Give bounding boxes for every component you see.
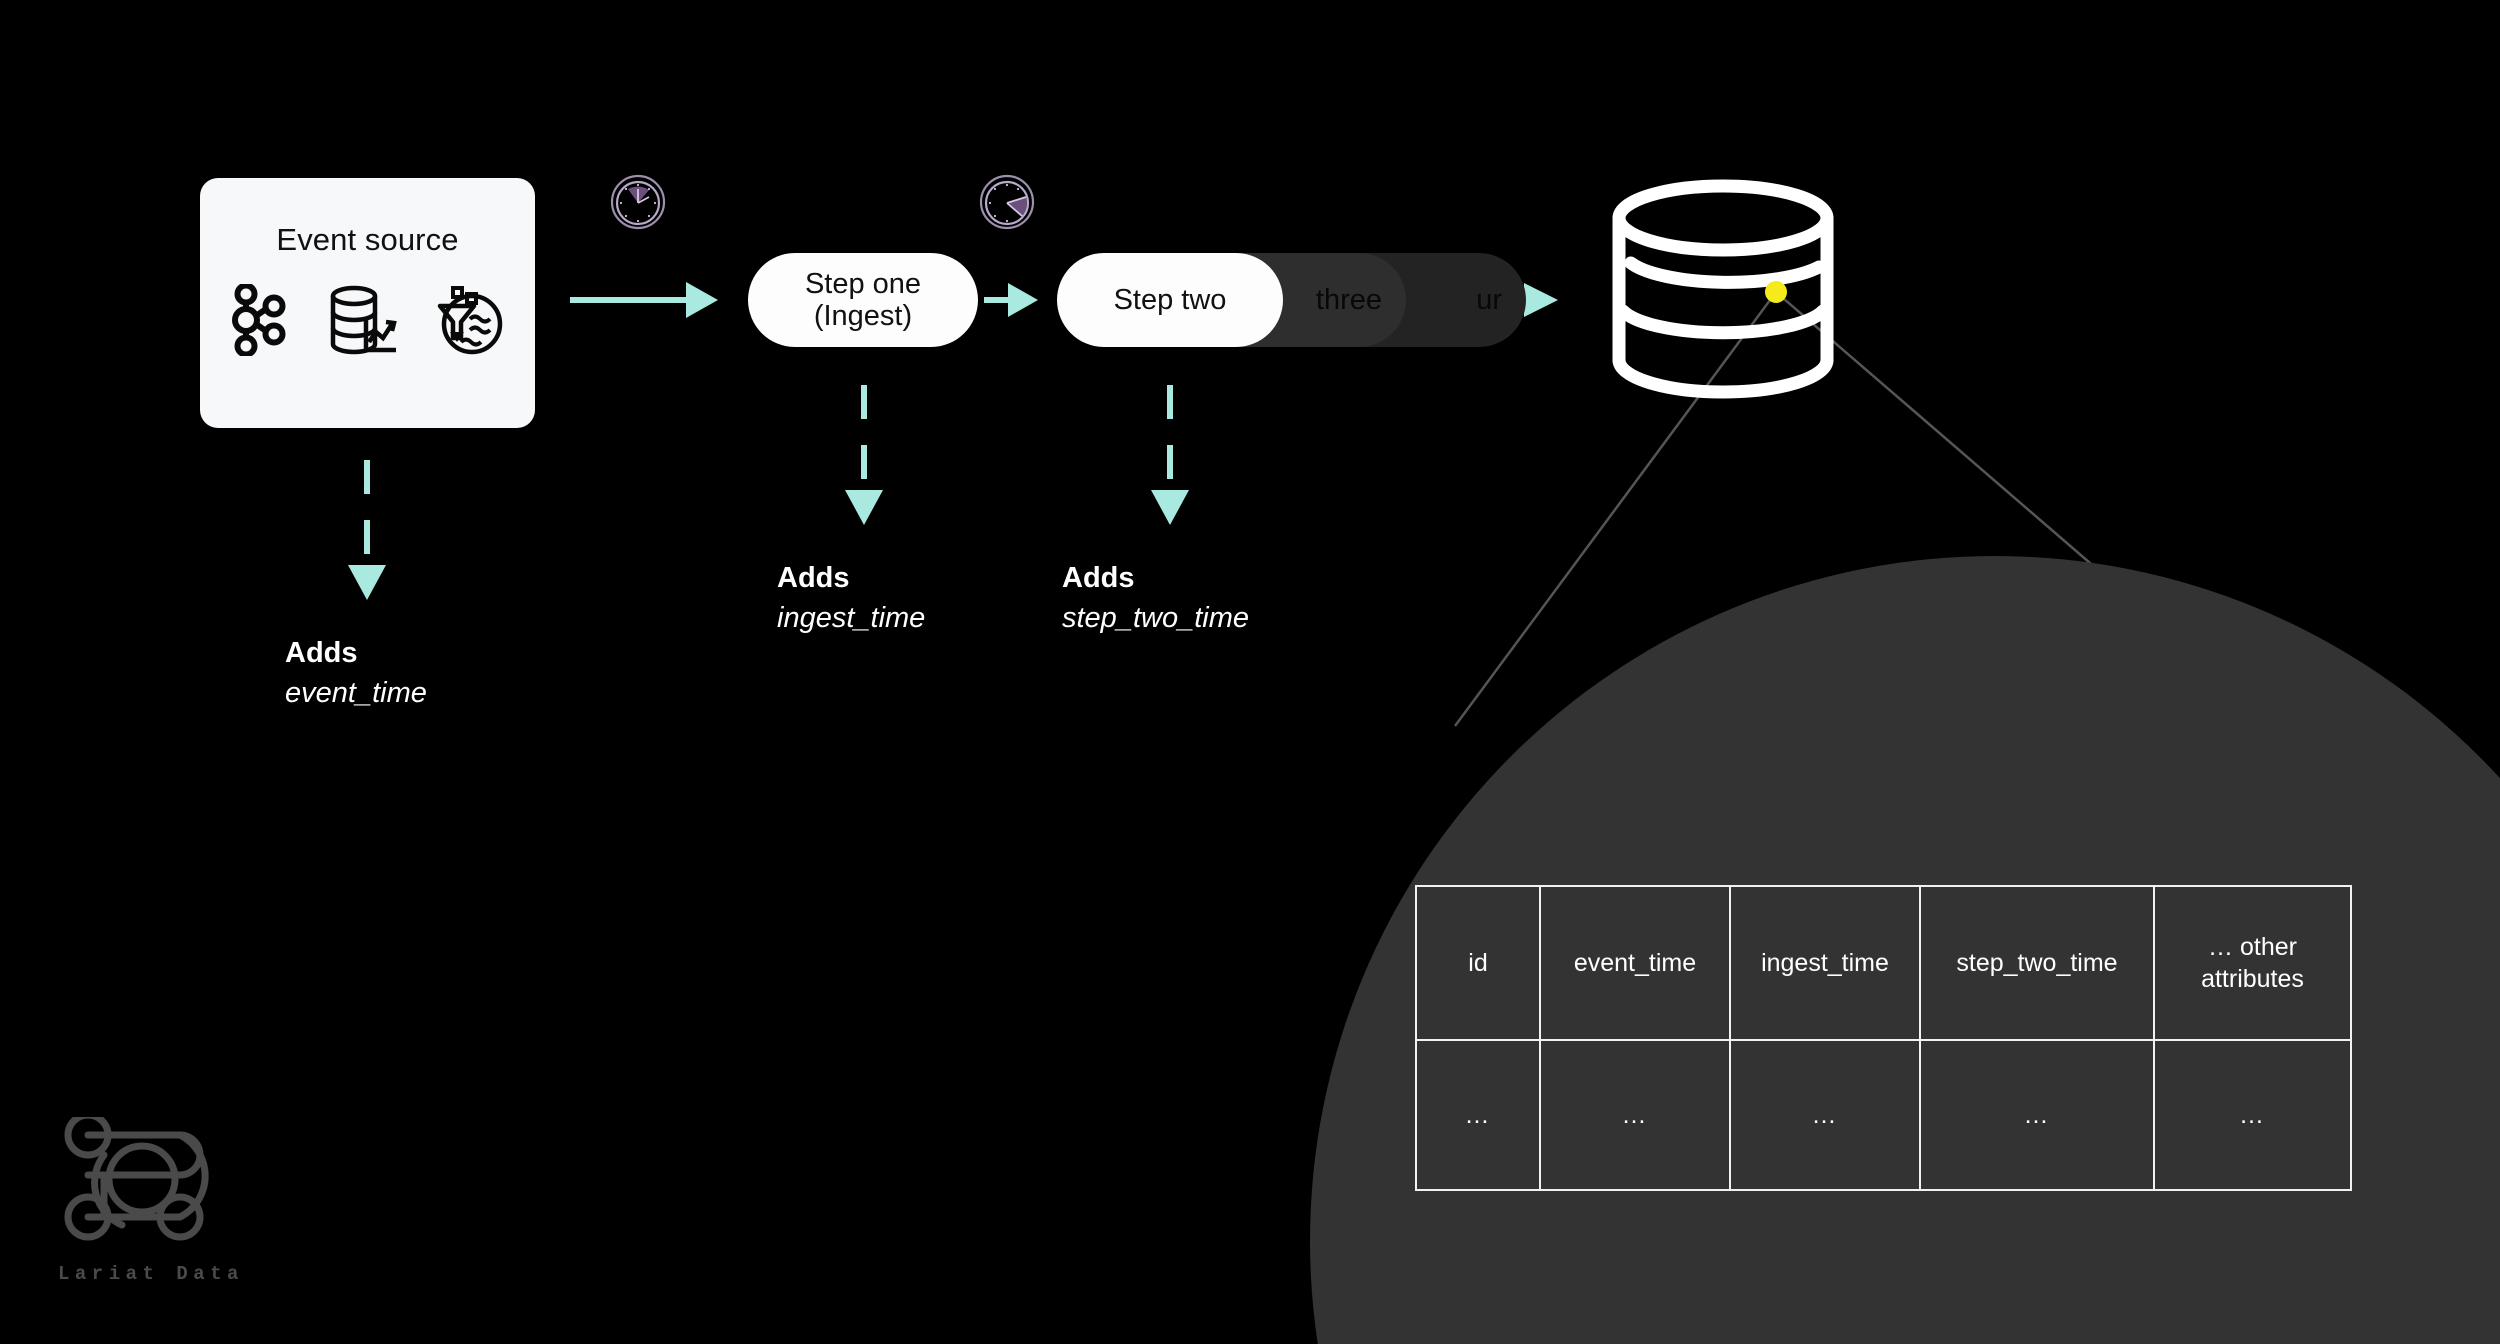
database-cylinder-icon [1612,179,1834,399]
clock-icon-two [978,173,1036,231]
event-source-icon-row [230,284,506,356]
schema-table: id event_time ingest_time step_two_time … [1415,885,2352,1191]
table-cell: … [1415,1039,1541,1191]
annotation-adds-event-time: Adds event_time [285,637,427,710]
pipeline-step-one-label: Step one [804,267,922,300]
annotation-field: step_two_time [1062,602,1249,634]
brand-wordmark: Lariat Data [58,1263,244,1285]
annotation-adds-ingest-time: Adds ingest_time [777,562,925,635]
table-header-row: id event_time ingest_time step_two_time … [1415,885,2352,1041]
table-header-cell: ingest_time [1729,885,1921,1041]
dashed-arrow-step-one [845,385,883,525]
pipeline-step-two-label: Step two [1113,283,1227,316]
brand-logo: Lariat Data [58,1111,244,1285]
annotation-adds-step-two-time: Adds step_two_time [1062,562,1249,635]
table-row: … … … … … [1415,1039,2352,1191]
event-source-title: Event source [276,222,459,257]
dashed-arrow-step-two [1151,385,1189,525]
arrow-source-to-step-one [570,282,718,318]
annotation-field: ingest_time [777,602,926,634]
row-highlight-dot [1765,281,1787,303]
annotation-title: Adds [1062,562,1135,594]
pipeline-step-three-label: three [1315,283,1382,316]
arrow-step-one-to-step-two [984,283,1038,317]
pipeline-step-one[interactable]: Step one (Ingest) [748,253,978,347]
kafka-icon [230,284,290,356]
annotation-field: event_time [285,677,427,709]
pipeline-step-one-sublabel: (Ingest) [813,300,913,332]
table-cell: … [1919,1039,2155,1191]
table-cell: … [2153,1039,2352,1191]
clock-icon-one [609,173,667,231]
lariat-data-logo [62,1111,222,1246]
database-chart-icon [326,284,398,356]
table-header-cell: event_time [1539,885,1731,1041]
annotation-title: Adds [285,637,358,669]
table-header-cell: … other attributes [2153,885,2352,1041]
table-cell: … [1539,1039,1731,1191]
table-header-cell: id [1415,885,1541,1041]
pipeline-step-four-label: ur [1476,283,1502,316]
annotation-title: Adds [777,562,850,594]
data-lake-icon [434,284,506,356]
event-source-card: Event source [200,178,535,428]
dashed-arrow-event-source [348,460,386,600]
table-cell: … [1729,1039,1921,1191]
table-header-cell: step_two_time [1919,885,2155,1041]
pipeline-step-two[interactable]: Step two [1057,253,1283,347]
